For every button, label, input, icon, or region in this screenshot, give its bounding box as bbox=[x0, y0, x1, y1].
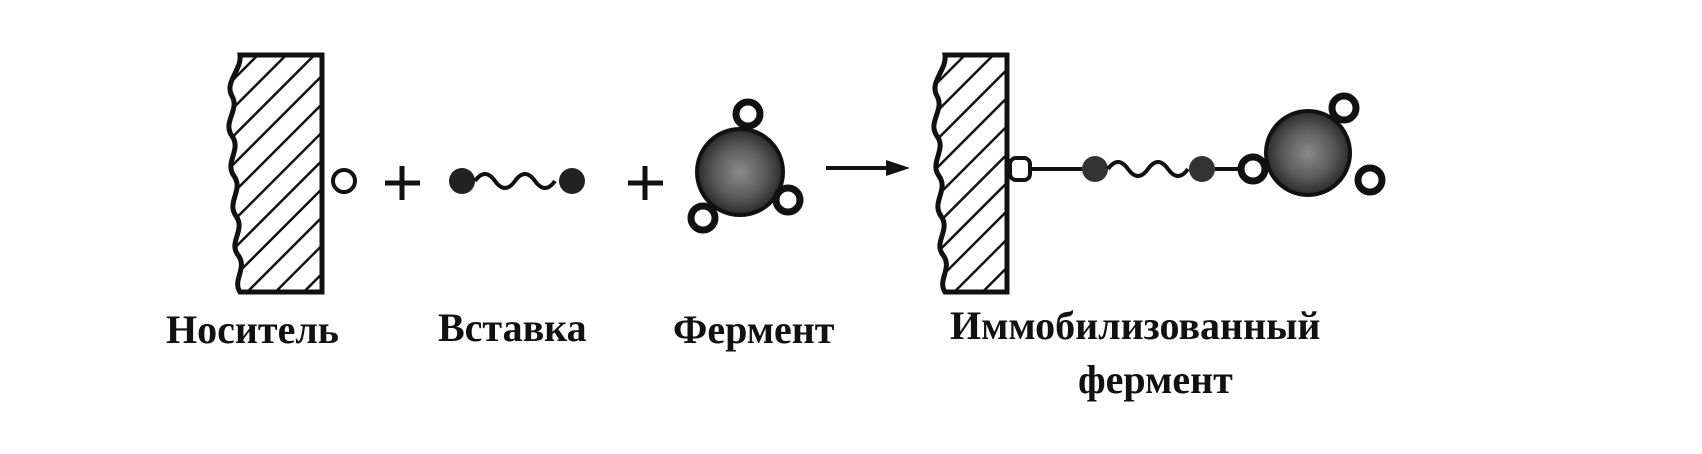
enzyme-molecule bbox=[687, 98, 804, 234]
carrier-reactive-group bbox=[331, 168, 357, 194]
immobilized-label-line1: Иммобилизованный bbox=[950, 303, 1321, 348]
spacer-molecule bbox=[449, 168, 585, 194]
immobilized-carrier-block bbox=[931, 52, 1010, 295]
reaction-arrow bbox=[826, 160, 910, 176]
carrier-label: Носитель bbox=[166, 307, 339, 352]
plus-sign-2 bbox=[628, 166, 663, 200]
plus-sign-1 bbox=[385, 166, 420, 200]
immobilized-enzyme bbox=[1264, 92, 1386, 197]
spacer-label: Вставка bbox=[438, 305, 587, 350]
carrier-block bbox=[226, 52, 325, 295]
immobilized-label-line2: фермент bbox=[1078, 357, 1233, 402]
immobilized-chain bbox=[1008, 153, 1269, 185]
enzyme-label: Фермент bbox=[673, 307, 835, 352]
